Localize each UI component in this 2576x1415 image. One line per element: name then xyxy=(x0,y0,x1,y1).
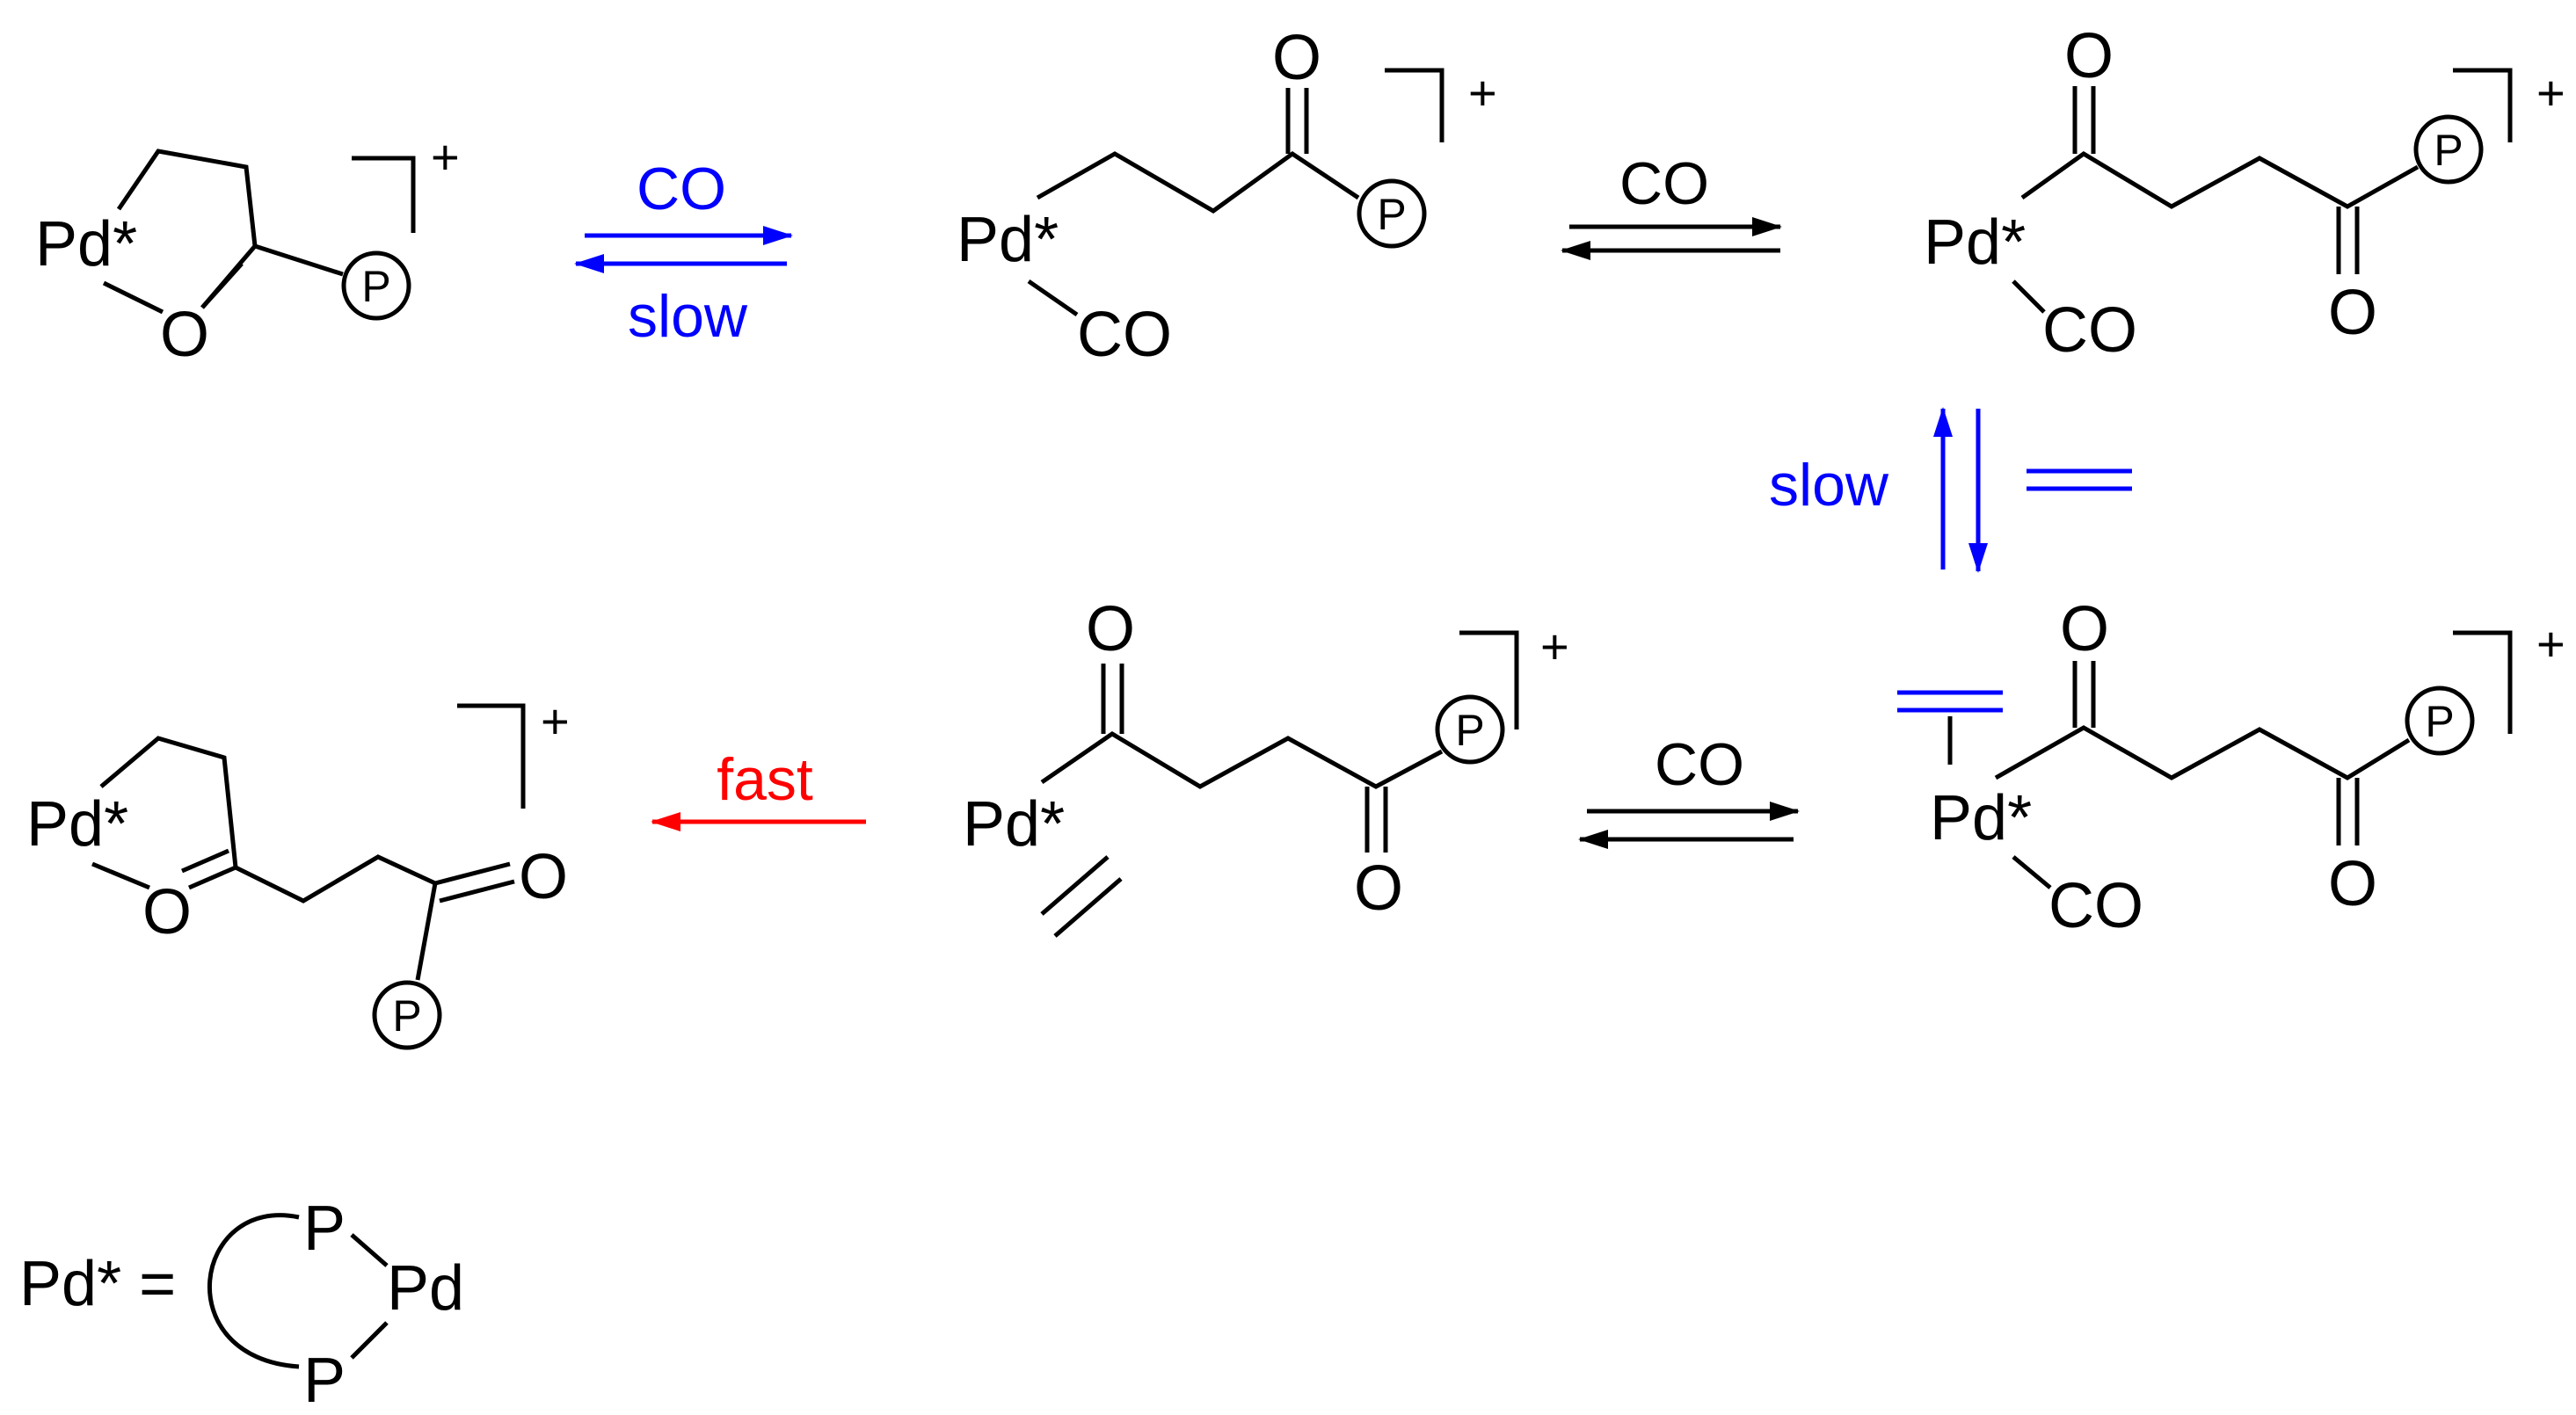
carbonyl-ligand-label: CO xyxy=(1077,300,1172,370)
coordinated-ethene-icon xyxy=(1040,855,1123,938)
cation-charge: + xyxy=(2536,65,2565,120)
co-insertion-arrows: CO slow xyxy=(574,156,793,350)
chelate-ring-bonds xyxy=(91,736,515,981)
phosphorus-label: P xyxy=(392,991,421,1041)
pd-star-label: Pd* xyxy=(26,789,128,860)
fast-label: fast xyxy=(717,746,813,813)
pd-star-label: Pd* xyxy=(35,209,137,279)
cation-charge: + xyxy=(541,693,570,749)
cation-bracket xyxy=(457,703,526,809)
cation-charge: + xyxy=(1468,65,1497,120)
cation-bracket xyxy=(1385,68,1444,142)
slow-label: slow xyxy=(1769,452,1889,519)
polymer-phosphorus-icon: P xyxy=(1357,178,1427,249)
co-label: CO xyxy=(1619,150,1709,217)
ester-oxygen-label: O xyxy=(1354,853,1403,924)
phosphorus-label: P xyxy=(1455,706,1484,755)
diacyl-chain-bonds xyxy=(1994,661,2411,889)
co-insertion-label: CO xyxy=(637,156,726,222)
pd-star-label: Pd* xyxy=(957,205,1059,275)
pd-star-definition: Pd* = P P Pd xyxy=(19,1194,464,1415)
phosphorus-label: P xyxy=(2434,126,2463,175)
ring-phosphorus-bottom: P xyxy=(303,1346,346,1415)
cation-charge: + xyxy=(431,129,460,185)
ketone-oxygen-label: O xyxy=(1272,23,1321,93)
chelate-acyl-complex: Pd* O P + xyxy=(35,129,460,370)
acyl-carbonyl-complex: Pd* CO O P + xyxy=(957,23,1497,370)
ethene-exchange-arrows: slow xyxy=(1769,407,2132,573)
cation-charge: + xyxy=(2536,616,2565,671)
polymer-phosphorus-icon: P xyxy=(1435,694,1505,765)
diacyl-carbonyl-complex: Pd* CO O O P + xyxy=(1924,21,2565,366)
co-equilibrium-arrows: CO xyxy=(1561,150,1782,260)
phosphorus-label: P xyxy=(361,262,390,311)
polymer-phosphorus-icon: P xyxy=(2405,686,2475,756)
diacyl-chain-bonds xyxy=(2012,86,2420,314)
polymer-phosphorus-icon: P xyxy=(372,980,442,1050)
cation-charge: + xyxy=(1540,619,1569,674)
ester-oxygen-label: O xyxy=(2328,278,2377,348)
pd-star-label: Pd* xyxy=(963,789,1065,860)
co-label: CO xyxy=(1655,731,1744,798)
co-equilibrium-arrows-lower: CO xyxy=(1578,731,1800,849)
cation-bracket xyxy=(1459,630,1519,729)
cation-bracket xyxy=(352,156,416,233)
definition-lhs: Pd* = xyxy=(19,1249,176,1319)
polymer-phosphorus-icon: P xyxy=(2413,114,2484,185)
polymer-phosphorus-icon: P xyxy=(341,250,411,321)
ethene-diacyl-complex: Pd* O O P + xyxy=(963,594,1569,938)
phosphorus-label: P xyxy=(2425,697,2454,746)
diphosphine-backbone xyxy=(207,1213,300,1369)
ring-phosphorus-top: P xyxy=(303,1194,346,1264)
p-pd-bond-top xyxy=(350,1233,389,1267)
carbonyl-ligand-label: CO xyxy=(2048,871,2143,941)
chelate-oxygen-label: O xyxy=(142,877,192,947)
ketone-oxygen-label: O xyxy=(2064,21,2114,91)
phosphorus-label: P xyxy=(1377,190,1406,239)
acyl-chain-bonds xyxy=(1027,88,1360,317)
ester-oxygen-label: O xyxy=(519,842,568,912)
pd-star-label: Pd* xyxy=(1924,207,2026,278)
chelate-bonds xyxy=(102,149,344,315)
ethene-diacyl-carbonyl-complex: Pd* CO O O P + xyxy=(1897,594,2565,941)
ketone-oxygen-label: O xyxy=(2060,594,2109,664)
ester-oxygen-label: O xyxy=(2328,849,2377,919)
keto-chelate-complex: Pd* O O P + xyxy=(26,693,570,1050)
p-pd-bond-bottom xyxy=(350,1321,389,1360)
chelate-oxygen-label: O xyxy=(160,300,209,370)
coordinated-ethene-icon xyxy=(1897,690,2003,765)
ethene-icon xyxy=(2027,468,2132,491)
pd-star-label: Pd* xyxy=(1930,783,2032,853)
ring-palladium: Pd xyxy=(387,1253,464,1324)
cation-bracket xyxy=(2453,630,2513,734)
carbonyl-ligand-label: CO xyxy=(2042,295,2137,366)
diacyl-chain-bonds xyxy=(1040,664,1444,853)
slow-label: slow xyxy=(628,283,748,350)
cation-bracket xyxy=(2453,68,2513,142)
ketone-oxygen-label: O xyxy=(1086,594,1135,664)
chelation-arrow: fast xyxy=(651,746,866,831)
